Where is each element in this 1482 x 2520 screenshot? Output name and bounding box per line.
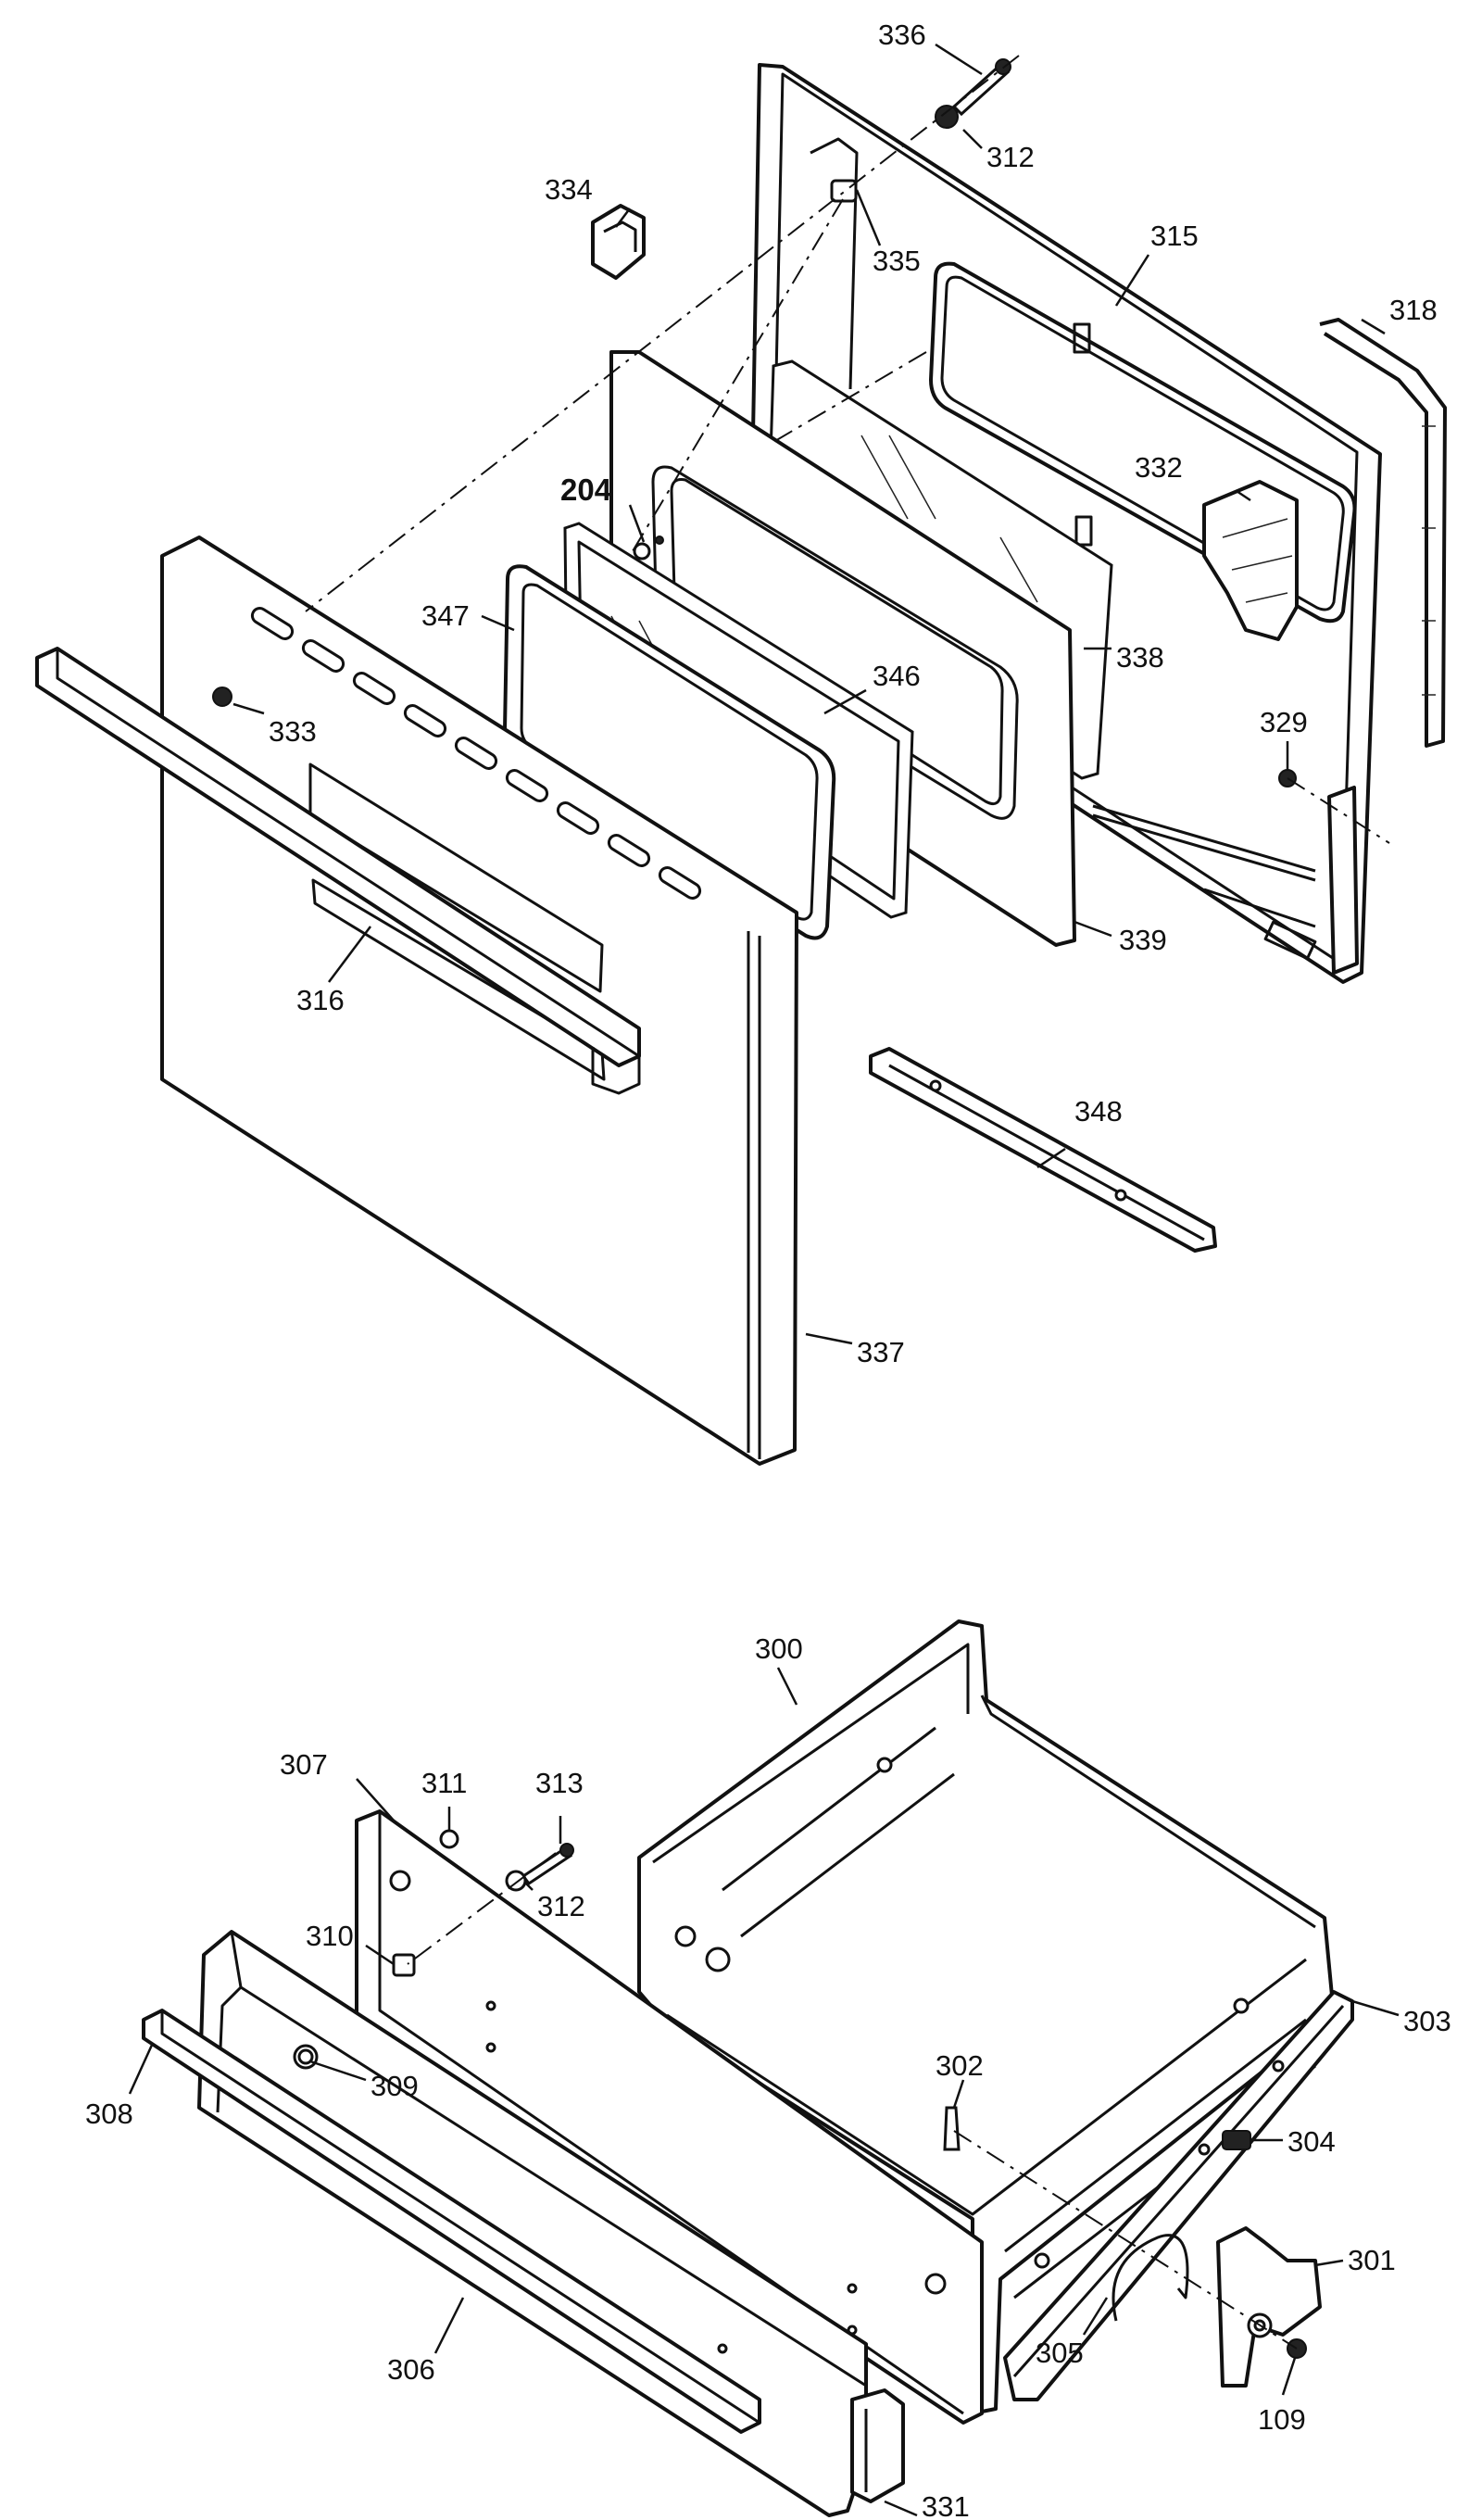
label-311: 311 xyxy=(421,1767,467,1799)
label-307: 307 xyxy=(280,1748,328,1781)
label-308: 308 xyxy=(85,2098,133,2130)
label-329: 329 xyxy=(1260,706,1308,738)
door-clip-334 xyxy=(591,204,646,280)
bottom-bracket-348 xyxy=(869,1047,1217,1253)
label-309: 309 xyxy=(370,2070,419,2102)
label-313: 313 xyxy=(535,1767,584,1799)
label-337: 337 xyxy=(857,1336,905,1368)
nut-309 xyxy=(297,2048,314,2065)
drawer-handle-308 xyxy=(142,2009,761,2434)
label-301: 301 xyxy=(1348,2244,1396,2276)
nut-311 xyxy=(439,1829,459,1849)
callout-labels: 336 312 334 335 315 318 332 204 347 346 … xyxy=(85,19,1451,2520)
spring-clip-305 xyxy=(1112,2234,1189,2322)
outer-door-337 xyxy=(160,536,798,1466)
label-318: 318 xyxy=(1389,294,1438,326)
label-316: 316 xyxy=(296,984,345,1016)
label-312-top: 312 xyxy=(986,141,1035,173)
label-204: 204 xyxy=(560,472,612,507)
label-333: 333 xyxy=(269,715,317,748)
label-331: 331 xyxy=(922,2490,970,2520)
label-335: 335 xyxy=(873,245,921,277)
label-315: 315 xyxy=(1150,220,1199,252)
drawer-box-300 xyxy=(637,1619,1336,2415)
hinge-bracket-301 xyxy=(1216,2226,1322,2388)
spacer-310 xyxy=(392,1953,416,1977)
label-305: 305 xyxy=(1036,2337,1084,2369)
door-trim-318 xyxy=(1319,318,1447,748)
label-339: 339 xyxy=(1119,924,1167,956)
label-302: 302 xyxy=(936,2049,984,2082)
label-109: 109 xyxy=(1258,2403,1306,2436)
insulation-block-332 xyxy=(1202,480,1299,641)
alignment-lines-bottom xyxy=(407,1852,1298,2350)
label-303: 303 xyxy=(1403,2005,1451,2037)
label-300: 300 xyxy=(755,1632,803,1665)
screw-336 xyxy=(951,58,1011,117)
slide-rail-303 xyxy=(1003,1990,1354,2401)
door-handle-316 xyxy=(35,647,641,1095)
label-312-bottom: 312 xyxy=(537,1890,585,1922)
stud-302 xyxy=(943,2106,961,2151)
label-310: 310 xyxy=(306,1920,354,1952)
retainer-335 xyxy=(830,179,858,203)
label-346: 346 xyxy=(873,660,921,692)
label-336: 336 xyxy=(878,19,926,51)
roller-304 xyxy=(1222,2130,1251,2150)
screw-204 xyxy=(633,536,664,561)
label-306: 306 xyxy=(387,2353,435,2386)
drawer-bracket-331 xyxy=(850,2388,905,2503)
screw-313 xyxy=(521,1843,574,1886)
label-348: 348 xyxy=(1074,1095,1123,1128)
washer-312-top xyxy=(935,105,959,129)
label-334: 334 xyxy=(545,173,593,206)
label-332: 332 xyxy=(1135,451,1183,484)
label-338: 338 xyxy=(1116,641,1164,674)
nut-333 xyxy=(212,687,232,707)
label-304: 304 xyxy=(1287,2125,1336,2158)
alignment-lines-top xyxy=(305,55,1390,844)
label-347: 347 xyxy=(421,599,470,632)
leader-lines xyxy=(128,43,1400,2517)
